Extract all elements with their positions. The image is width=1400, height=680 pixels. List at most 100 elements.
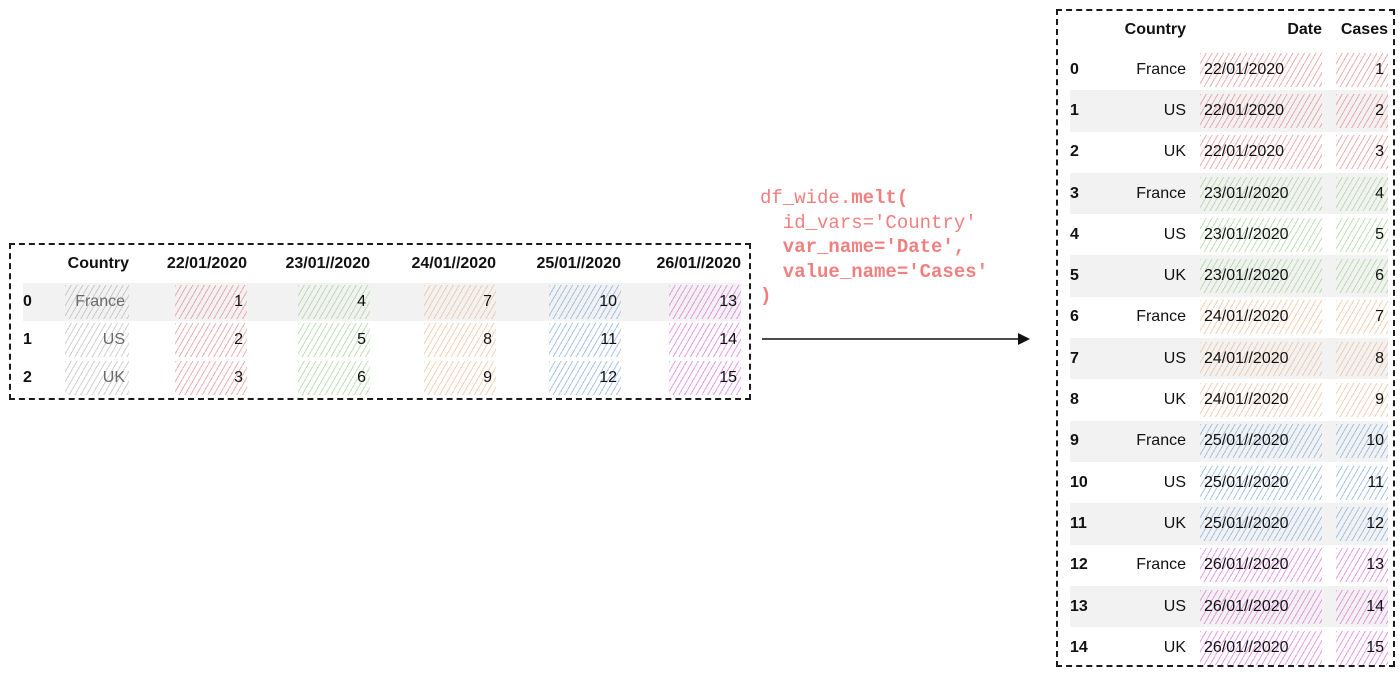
row-index: 7 <box>1070 338 1110 380</box>
row-index: 9 <box>1070 420 1110 462</box>
country-cell: UK <box>65 361 129 395</box>
value-cell: 8 <box>424 323 496 357</box>
code-line-3: var_name='Date', <box>760 236 966 258</box>
row-index: 2 <box>1070 143 1079 161</box>
value-cell: 14 <box>669 323 741 357</box>
country-cell: UK <box>1163 391 1186 409</box>
date-cell: 22/01/2020 <box>1200 135 1322 170</box>
date-cell: 26/01//2020 <box>1200 589 1322 624</box>
code-line-2: id_vars='Country' <box>760 211 977 234</box>
date-cell: 23/01//2020 <box>1200 176 1322 211</box>
row-index: 2 <box>23 369 32 386</box>
long-row: 0 France 22/01/2020 1 <box>1070 49 1388 90</box>
country-cell: US <box>1163 225 1186 243</box>
long-header-date: Date <box>1287 21 1322 38</box>
long-header-index <box>1070 11 1110 49</box>
wide-header-date-2: 23/01//2020 <box>285 255 370 272</box>
value-cell: 3 <box>175 361 247 395</box>
row-index: 11 <box>1070 503 1110 545</box>
date-cell: 22/01/2020 <box>1200 93 1322 128</box>
country-cell: France <box>65 285 129 319</box>
wide-header-date-4: 25/01//2020 <box>536 255 621 272</box>
row-index: 0 <box>23 283 59 321</box>
date-cell: 24/01//2020 <box>1200 300 1322 335</box>
wide-header-date-1: 22/01/2020 <box>166 255 247 272</box>
row-index: 1 <box>23 331 32 348</box>
country-cell: US <box>65 323 129 357</box>
value-cell: 12 <box>549 361 621 395</box>
country-cell: UK <box>1110 255 1186 297</box>
country-cell: US <box>1110 338 1186 380</box>
date-cell: 25/01//2020 <box>1200 424 1322 459</box>
country-cell: US <box>1110 90 1186 132</box>
value-cell: 1 <box>175 285 247 319</box>
cases-cell: 13 <box>1336 548 1388 583</box>
wide-row: 2 UK 3 6 9 12 15 <box>23 359 741 397</box>
country-cell: France <box>1110 420 1186 462</box>
row-index: 14 <box>1070 638 1088 656</box>
row-index: 0 <box>1070 60 1079 78</box>
row-index: 13 <box>1070 585 1110 628</box>
date-cell: 24/01//2020 <box>1200 383 1322 418</box>
long-row: 14 UK 26/01//2020 15 <box>1070 627 1388 668</box>
date-cell: 25/01//2020 <box>1200 465 1322 500</box>
value-cell: 10 <box>549 285 621 319</box>
wide-header-date-3: 24/01//2020 <box>411 255 496 272</box>
transform-arrow-icon <box>762 333 1030 345</box>
country-cell: France <box>1136 60 1186 78</box>
cases-cell: 12 <box>1336 506 1388 541</box>
wide-header-date-5: 26/01//2020 <box>656 255 741 272</box>
row-index: 4 <box>1070 225 1079 243</box>
row-index: 3 <box>1070 172 1110 215</box>
row-index: 1 <box>1070 90 1110 132</box>
country-cell: UK <box>1110 503 1186 545</box>
row-index: 6 <box>1070 308 1079 326</box>
value-cell: 13 <box>669 285 741 319</box>
cases-cell: 3 <box>1336 135 1388 170</box>
cases-cell: 6 <box>1336 259 1388 294</box>
row-index: 8 <box>1070 391 1079 409</box>
cases-cell: 14 <box>1336 589 1388 624</box>
country-cell: UK <box>1163 143 1186 161</box>
value-cell: 7 <box>424 285 496 319</box>
cases-cell: 7 <box>1336 300 1388 335</box>
wide-dataframe: Country 22/01/2020 23/01//2020 24/01//20… <box>9 243 751 400</box>
date-cell: 22/01/2020 <box>1200 52 1322 87</box>
cases-cell: 1 <box>1336 52 1388 87</box>
country-cell: US <box>1163 473 1186 491</box>
cases-cell: 11 <box>1336 465 1388 500</box>
long-header-row: Country Date Cases <box>1070 11 1388 49</box>
code-line-4: value_name='Cases' <box>760 260 989 283</box>
cases-cell: 4 <box>1336 176 1388 211</box>
cases-cell: 15 <box>1336 630 1388 665</box>
long-row: 2 UK 22/01/2020 3 <box>1070 132 1388 173</box>
value-cell: 2 <box>175 323 247 357</box>
country-cell: UK <box>1163 638 1186 656</box>
country-cell: US <box>1110 585 1186 628</box>
cases-cell: 2 <box>1336 93 1388 128</box>
date-cell: 23/01//2020 <box>1200 217 1322 252</box>
date-cell: 26/01//2020 <box>1200 630 1322 665</box>
value-cell: 9 <box>424 361 496 395</box>
date-cell: 24/01//2020 <box>1200 341 1322 376</box>
code-line-5: ) <box>760 285 772 307</box>
row-index: 12 <box>1070 556 1088 574</box>
wide-header-index <box>23 245 59 283</box>
row-index: 5 <box>1070 255 1110 297</box>
value-cell: 6 <box>298 361 370 395</box>
long-header-cases: Cases <box>1340 21 1388 38</box>
